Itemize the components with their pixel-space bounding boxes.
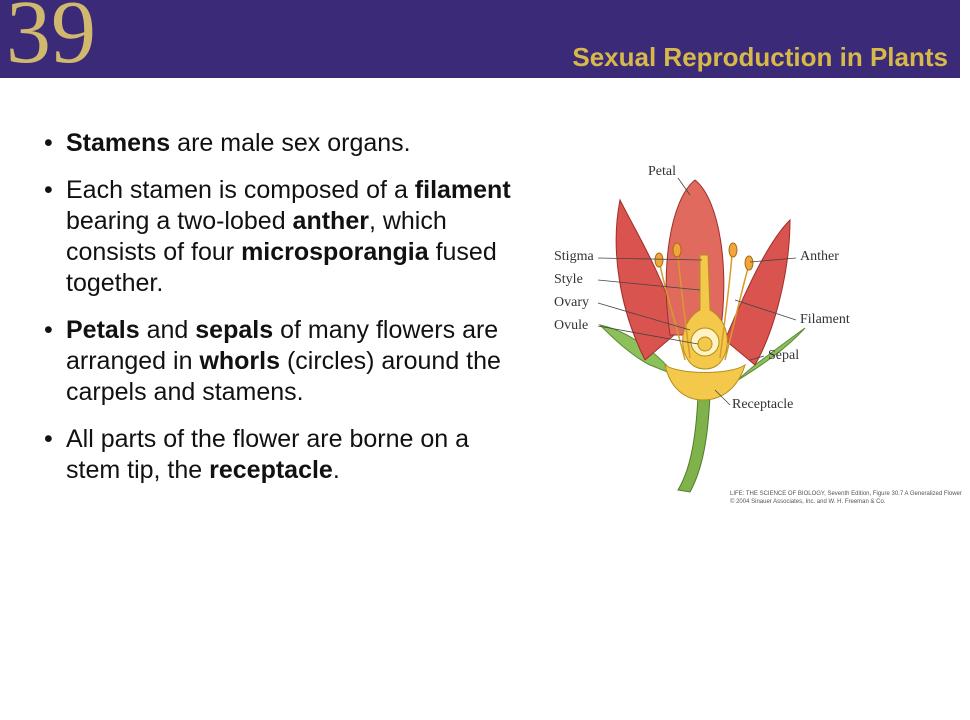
label-petal: Petal bbox=[648, 164, 676, 179]
label-ovary: Ovary bbox=[554, 295, 589, 310]
figure-credit: LIFE: THE SCIENCE OF BIOLOGY, Seventh Ed… bbox=[730, 490, 970, 506]
bullet-text: (circles) around the carpels and stamens… bbox=[66, 347, 501, 406]
flower-illustration bbox=[597, 177, 806, 493]
label-receptacle: Receptacle bbox=[732, 397, 794, 412]
bullet-text: are male sex organs. bbox=[170, 129, 411, 157]
flower-diagram: Petal Stigma Style Ovary Ovule Anther Fi… bbox=[550, 160, 962, 520]
bullet-term: Petals bbox=[66, 316, 140, 344]
label-ovule: Ovule bbox=[554, 318, 589, 333]
bullet-text: bearing a two-lobed bbox=[66, 207, 293, 235]
bullet-text: . bbox=[332, 456, 340, 484]
bullet-text: , which consists of four bbox=[66, 207, 447, 266]
bullet-text: of many flowers are arranged in bbox=[66, 316, 499, 375]
bullet-term: microsporangia bbox=[241, 238, 429, 266]
bullet-item: Petals and sepals of many flowers are ar… bbox=[44, 315, 524, 408]
bullet-term: receptacle bbox=[209, 456, 333, 484]
figure-credit-line2: © 2004 Sinauer Associates, Inc. and W. H… bbox=[730, 499, 886, 505]
label-stigma: Stigma bbox=[554, 249, 594, 264]
label-filament: Filament bbox=[800, 312, 850, 327]
bullet-list: Stamens are male sex organs. Each stamen … bbox=[44, 128, 524, 502]
bullet-term: whorls bbox=[199, 347, 281, 375]
label-sepal: Sepal bbox=[768, 348, 800, 363]
label-anther: Anther bbox=[800, 249, 839, 264]
figure-credit-line1: LIFE: THE SCIENCE OF BIOLOGY, Seventh Ed… bbox=[730, 491, 962, 497]
bullet-text: Each stamen is composed of a bbox=[66, 176, 415, 204]
bullet-term: sepals bbox=[195, 316, 274, 344]
header-bar: 39 Sexual Reproduction in Plants bbox=[0, 0, 960, 78]
bullet-text: fused together. bbox=[66, 238, 497, 297]
chapter-number: 39 bbox=[6, 0, 96, 82]
bullet-text: and bbox=[139, 316, 196, 344]
slide-title: Sexual Reproduction in Plants bbox=[572, 42, 948, 72]
bullet-item: Each stamen is composed of a filament be… bbox=[44, 175, 524, 299]
label-style: Style bbox=[554, 272, 583, 287]
bullet-term: filament bbox=[414, 176, 511, 204]
bullet-text: All parts of the flower are borne on a s… bbox=[66, 425, 470, 484]
bullet-item: All parts of the flower are borne on a s… bbox=[44, 424, 524, 486]
bullet-term: Stamens bbox=[66, 129, 171, 157]
bullet-item: Stamens are male sex organs. bbox=[44, 128, 524, 159]
bullet-term: anther bbox=[292, 207, 369, 235]
